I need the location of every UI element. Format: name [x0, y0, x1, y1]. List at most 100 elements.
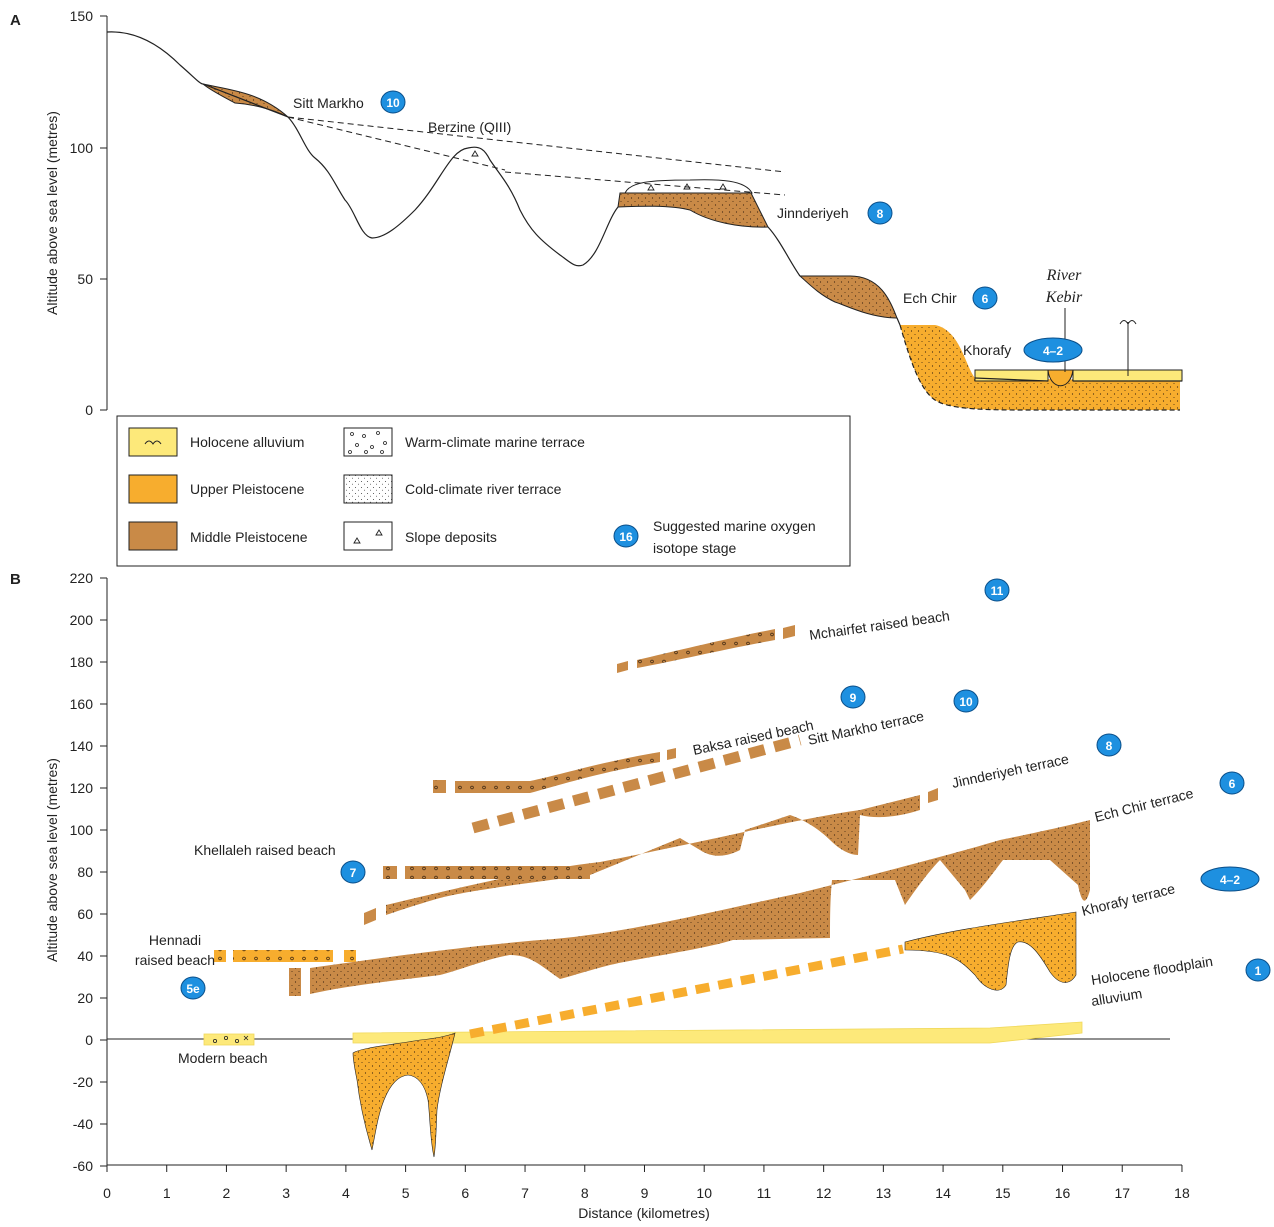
x-tick-label: 3 — [282, 1185, 290, 1201]
panel-b-y-axis-label: Altitude above sea level (metres) — [44, 758, 60, 962]
feature-label-holo-1: Holocene floodplain — [1090, 953, 1214, 988]
isotope-badge-mchairfet: 11 — [984, 578, 1010, 602]
legend: Holocene alluvium Upper Pleistocene Midd… — [116, 415, 851, 567]
isotope-badge-text: 8 — [1106, 739, 1113, 753]
isotope-badge-ech-chir: 6 — [972, 286, 998, 310]
x-tick-label: 12 — [816, 1185, 832, 1201]
y-tick-label: -60 — [73, 1158, 93, 1174]
slope-deposit-icon — [353, 529, 383, 544]
legend-swatch-holocene — [128, 427, 178, 457]
isotope-badge-echchir: 6 — [1219, 771, 1245, 795]
isotope-badge-text: 5e — [186, 982, 200, 996]
panel-a-y-tick-label: 50 — [77, 271, 93, 287]
panel-a-y-ticks — [100, 15, 107, 411]
jinnderiyeh-terrace-deposit — [386, 795, 920, 915]
legend-swatch-slope — [343, 521, 393, 551]
feature-label-mchairfet: Mchairfet raised beach — [808, 607, 950, 643]
y-tick-label: 100 — [70, 822, 94, 838]
y-tick-label: 220 — [70, 570, 94, 586]
x-tick-label: 10 — [696, 1185, 712, 1201]
khellaleh-dash — [383, 866, 397, 879]
hennadi-raised-beach-2 — [233, 950, 333, 962]
x-tick-label: 9 — [641, 1185, 649, 1201]
middle-pleistocene-deposit-ech-chir — [798, 275, 898, 319]
mchairfet-raised-beach — [637, 629, 775, 668]
y-tick-label: 40 — [77, 948, 93, 964]
y-tick-label: 60 — [77, 906, 93, 922]
isotope-badge-text: 11 — [991, 584, 1004, 598]
x-tick-label: 6 — [461, 1185, 469, 1201]
x-tick-label: 11 — [757, 1185, 772, 1201]
site-label-khorafy: Khorafy — [963, 342, 1011, 358]
isotope-badge-jinn: 8 — [1096, 733, 1122, 757]
isotope-badge-text: 1 — [1255, 964, 1262, 978]
isotope-badge-text: 16 — [619, 530, 633, 544]
isotope-badge-sitt: 10 — [953, 689, 979, 713]
y-tick-label: 0 — [85, 1032, 93, 1048]
baksa-raised-beach-stub — [433, 780, 446, 793]
y-tick-label: 20 — [77, 990, 93, 1006]
upper-pleistocene-deposit-base — [899, 324, 1180, 411]
legend-label-holocene: Holocene alluvium — [190, 434, 304, 450]
panel-a-y-tick-label: 0 — [85, 402, 93, 418]
legend-label-isotope-1: Suggested marine oxygen — [653, 518, 816, 534]
legend-swatch-cold-river — [343, 474, 393, 504]
legend-label-cold-river: Cold-climate river terrace — [405, 481, 562, 497]
isotope-badge-baksa: 9 — [840, 685, 866, 709]
isotope-badge-khellaleh: 7 — [340, 860, 366, 884]
x-tick-label: 15 — [995, 1185, 1011, 1201]
feature-label-hennadi-2: raised beach — [135, 952, 215, 968]
y-tick-label: -40 — [73, 1116, 93, 1132]
site-label-river-kebir-1: River — [1046, 267, 1082, 284]
site-label-berzine: Berzine (QIII) — [428, 119, 511, 135]
isotope-badge-khorafy: 4–2 — [1200, 866, 1260, 892]
panel-a-y-axis-label: Altitude above sea level (metres) — [44, 111, 60, 315]
ech-chir-stub — [289, 968, 301, 996]
site-label-river-kebir-2: Kebir — [1045, 289, 1083, 306]
feature-label-modern: Modern beach — [178, 1050, 268, 1066]
buried-channel-upper-pleistocene — [352, 1032, 456, 1158]
x-tick-label: 17 — [1114, 1185, 1130, 1201]
khorafy-terrace-dashes — [469, 944, 904, 1039]
legend-swatch-upper — [128, 474, 178, 504]
isotope-badge-text: 10 — [386, 96, 400, 110]
x-tick-label: 16 — [1055, 1185, 1071, 1201]
holocene-alluvium-icon — [144, 440, 162, 445]
feature-label-sitt: Sitt Markho terrace — [806, 708, 925, 748]
topographic-profile — [106, 31, 1182, 382]
y-tick-label: 160 — [70, 696, 94, 712]
site-label-sitt-markho: Sitt Markho — [293, 95, 364, 111]
x-tick-label: 13 — [876, 1185, 892, 1201]
y-tick-label: -20 — [73, 1074, 93, 1090]
panel-a: A Altitude above sea level (metres) 150 … — [10, 8, 1183, 418]
baksa-raised-beach — [455, 752, 660, 793]
site-label-jinnderiyeh: Jinnderiyeh — [777, 205, 849, 221]
panel-b-label: B — [10, 571, 21, 588]
x-tick-label: 4 — [342, 1185, 350, 1201]
jinnderiyeh-dash — [928, 788, 938, 803]
isotope-badge-text: 10 — [959, 695, 973, 709]
khellaleh-raised-beach — [405, 866, 590, 879]
y-tick-label: 120 — [70, 780, 94, 796]
x-tick-label: 14 — [935, 1185, 951, 1201]
isotope-badge-holo: 1 — [1245, 958, 1271, 982]
legend-swatch-middle — [128, 521, 178, 551]
isotope-badge-text: 9 — [850, 691, 857, 705]
panel-a-y-tick-label: 100 — [70, 140, 94, 156]
feature-label-khorafy: Khorafy terrace — [1080, 880, 1177, 919]
site-label-ech-chir: Ech Chir — [903, 290, 957, 306]
isotope-badge-text: 4–2 — [1220, 873, 1240, 887]
x-tick-label: 0 — [103, 1185, 111, 1201]
mchairfet-dash-left — [617, 661, 628, 673]
marine-terrace-icon — [348, 431, 387, 454]
modern-beach-symbols — [212, 1035, 249, 1044]
isotope-badge-text: 8 — [877, 207, 884, 221]
isotope-badge-khorafy: 4–2 — [1023, 337, 1083, 363]
isotope-badge-text: 6 — [1229, 777, 1236, 791]
panel-b: B Altitude above sea level (metres) 220 2… — [10, 570, 1271, 1221]
isotope-badge-text: 7 — [350, 866, 357, 880]
x-tick-label: 8 — [581, 1185, 589, 1201]
